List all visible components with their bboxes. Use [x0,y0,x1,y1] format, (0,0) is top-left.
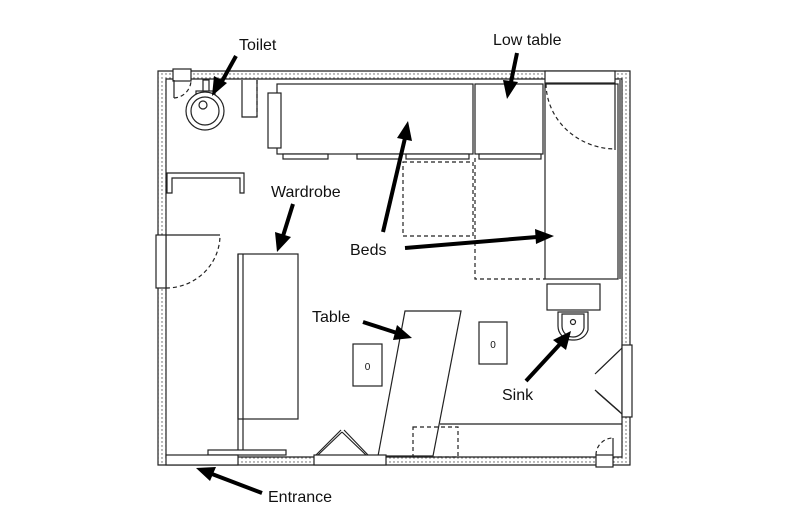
sink-icon [557,311,589,341]
table [377,310,462,457]
label-beds: Beds [350,121,554,259]
bottom-right-small-door[interactable] [595,437,614,468]
outlet-glyph: 0 [365,362,371,373]
bed-upper-left [267,83,474,160]
label-low-table: Low table [493,32,562,99]
label-entrance: Entrance [196,467,332,506]
arrow-head-icon [212,76,227,96]
label-sink: Sink [502,331,571,404]
bed-right [544,70,621,280]
wardrobe [207,253,299,456]
counter [412,423,622,458]
beds-label: Beds [350,242,386,259]
right-door[interactable] [594,344,633,418]
arrow-head-icon [196,467,216,481]
low-table-label: Low table [493,32,562,49]
partition-shelf [166,172,245,194]
table-label: Table [312,309,350,326]
wardrobe-label: Wardrobe [271,184,341,201]
left-door[interactable] [155,234,221,289]
bed-pullout-dashed [402,158,545,280]
arrow-head-icon [553,331,571,350]
arrow-head-icon [503,80,518,99]
arrow-head-icon [393,325,412,340]
arrow-head-icon [275,232,291,252]
arrow-head-icon [397,121,412,141]
entrance-opening[interactable] [165,454,239,466]
walls [157,70,631,466]
entrance-label: Entrance [268,489,332,506]
toilet-label: Toilet [239,37,277,54]
outlet-left: 0 [352,343,383,387]
label-wardrobe: Wardrobe [271,184,341,252]
outlet-glyph: 0 [490,340,496,351]
label-table: Table [312,309,412,340]
label-toilet: Toilet [212,37,277,96]
arrow-head-icon [535,229,554,244]
outlet-right: 0 [478,321,508,365]
toilet-shelf [241,80,258,118]
toilet-room-door[interactable] [172,68,192,99]
toilet-icon [185,79,225,131]
sink-cabinet [546,283,601,311]
sink-label: Sink [502,387,534,404]
bottom-folding-door[interactable] [313,429,387,466]
